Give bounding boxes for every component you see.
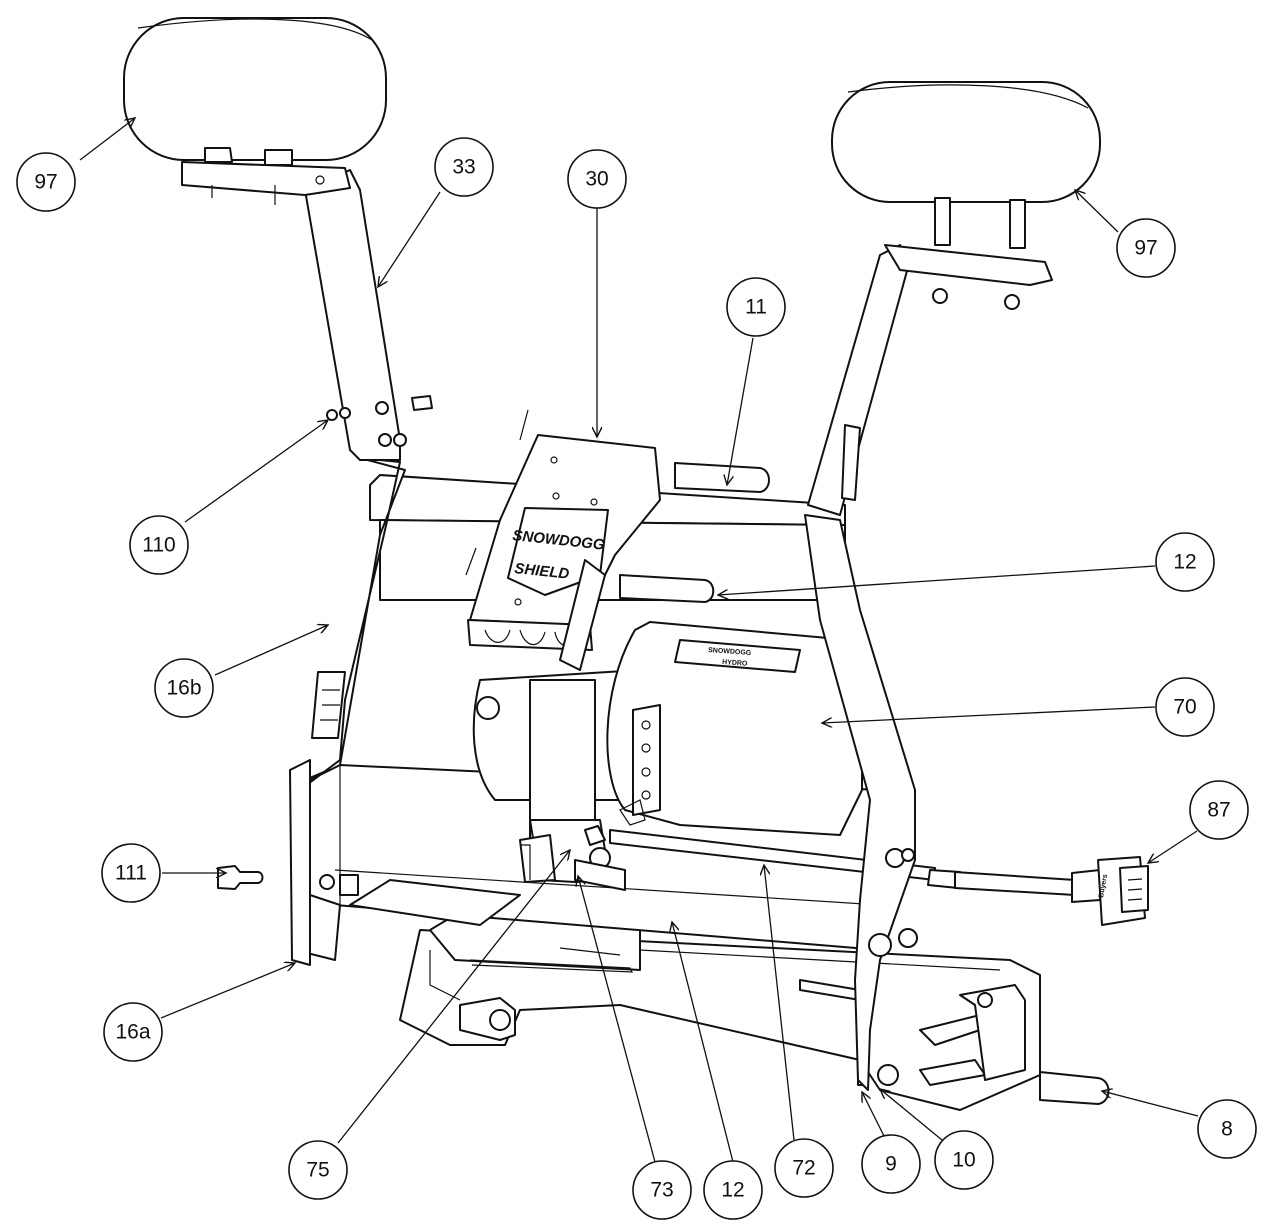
lower-mount-bracket	[399, 914, 1041, 1111]
snowdogg-shield: SNOWDOGG SHIELD	[465, 409, 661, 671]
left-light-arm	[181, 161, 433, 461]
callout-110-nut: 110	[129, 515, 189, 575]
callout-97-left-headlight: 97	[16, 152, 76, 212]
plug-label: Buyers	[1098, 874, 1109, 899]
hydraulic-pump-motor: SNOWDOGG HYDRO	[472, 621, 863, 836]
svg-text:12: 12	[721, 1179, 744, 1202]
right-headlight	[831, 81, 1101, 249]
svg-text:73: 73	[650, 1179, 673, 1202]
callout-97-right-headlight: 97	[1116, 218, 1176, 278]
svg-text:10: 10	[952, 1149, 975, 1172]
motor-decal-line2: HYDRO	[722, 659, 748, 668]
callout-70-motor: 70	[1155, 677, 1215, 737]
svg-text:12: 12	[1173, 551, 1196, 574]
hydraulic-hose	[584, 799, 1076, 896]
svg-text:97: 97	[1134, 237, 1157, 260]
svg-text:8: 8	[1221, 1118, 1233, 1141]
svg-text:9: 9	[885, 1153, 897, 1176]
callout-9-bracket: 9	[861, 1134, 921, 1194]
svg-text:110: 110	[142, 534, 175, 557]
svg-text:87: 87	[1207, 799, 1230, 822]
svg-text:75: 75	[306, 1159, 329, 1182]
right-upright	[804, 514, 918, 1091]
svg-text:70: 70	[1173, 696, 1196, 719]
callout-11-pin: 11	[726, 277, 786, 337]
callout-12-upper-pin: 12	[1155, 532, 1215, 592]
callout-10-washer: 10	[934, 1130, 994, 1190]
callout-bubbles: 97 33 30 11 97 110 12 16b	[16, 137, 1257, 1220]
shield-decal-line2: SHIELD	[514, 560, 571, 583]
svg-text:97: 97	[34, 171, 57, 194]
svg-text:33: 33	[452, 156, 475, 179]
harness-plug: Buyers	[1071, 856, 1149, 926]
callout-87-plug: 87	[1189, 780, 1249, 840]
callout-16b-upright: 16b	[154, 658, 214, 718]
latch-links	[469, 947, 633, 973]
motor-decal-line1: SNOWDOGG	[708, 647, 752, 657]
svg-text:30: 30	[585, 168, 608, 191]
svg-text:11: 11	[745, 296, 767, 319]
callout-75-hose-fitting: 75	[288, 1140, 348, 1200]
callout-12-lower-crossbar: 12	[703, 1160, 763, 1220]
svg-text:72: 72	[792, 1157, 815, 1180]
drawing: SNOWDOGG HYDRO	[123, 17, 1149, 1111]
svg-text:16b: 16b	[166, 677, 201, 700]
callout-111-bolt: 111	[101, 843, 161, 903]
right-light-arm	[807, 244, 1053, 516]
svg-text:111: 111	[115, 862, 147, 885]
left-headlight	[123, 17, 387, 166]
callout-73-column: 73	[632, 1160, 692, 1220]
callout-30-shield: 30	[567, 149, 627, 209]
leader-lines	[79, 118, 1199, 1163]
svg-text:16a: 16a	[115, 1021, 150, 1044]
callout-72-hose: 72	[774, 1138, 834, 1198]
callout-8-pin: 8	[1197, 1099, 1257, 1159]
left-upright	[289, 457, 406, 966]
callout-33-light-arm: 33	[434, 137, 494, 197]
callout-16a-upright: 16a	[103, 1002, 163, 1062]
